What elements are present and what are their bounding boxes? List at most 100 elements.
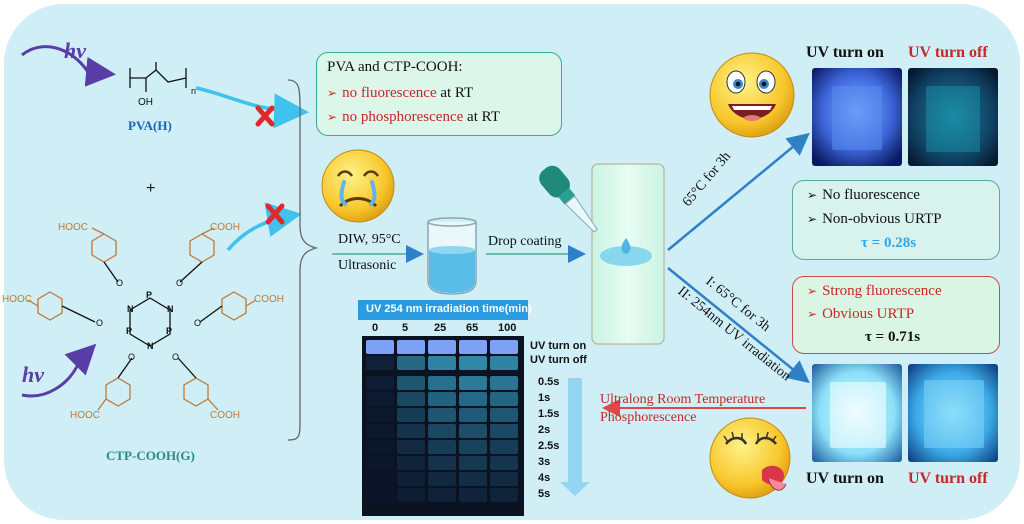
ctp-group-6: COOH xyxy=(210,410,240,421)
pva-arrow xyxy=(195,86,309,129)
step1-label-1: DIW, 95°C xyxy=(338,232,401,247)
irradiation-cell xyxy=(366,456,394,470)
ctp-ring-p3: P xyxy=(166,326,173,336)
ctp-ring-n2: N xyxy=(167,304,174,314)
upper-branch-arrow xyxy=(667,132,810,251)
result-2-tau: τ = 0.71s xyxy=(865,329,921,345)
drop xyxy=(621,238,631,254)
irradiation-cell xyxy=(366,356,394,370)
ctp-ring-p2: P xyxy=(126,326,133,336)
irradiation-cell xyxy=(397,440,425,454)
irradiation-row-label: 4s xyxy=(538,472,551,484)
step1-label-2: Ultrasonic xyxy=(338,258,397,273)
ctp-o-4: O xyxy=(194,318,202,328)
ctp-label: CTP-COOH(G) xyxy=(106,448,195,463)
irradiation-header-bar xyxy=(358,300,528,320)
irradiation-header: UV 254 nm irradiation time(min) xyxy=(366,303,532,315)
brace xyxy=(287,79,319,441)
irradiation-cell xyxy=(428,424,456,438)
irradiation-row-label: 1s xyxy=(538,392,551,404)
crying-emoji-icon xyxy=(321,149,395,223)
ctp-group-5: HOOC xyxy=(70,410,100,421)
irradiation-cell xyxy=(366,488,394,502)
arrow-bullet-icon: ➢ xyxy=(807,307,818,321)
irradiation-cell xyxy=(490,472,518,486)
irradiation-cell xyxy=(490,488,518,502)
irradiation-cell xyxy=(397,472,425,486)
irradiation-cell xyxy=(428,340,456,354)
droplet xyxy=(600,246,652,266)
plus-sign: + xyxy=(146,180,156,197)
irradiation-row-label: 1.5s xyxy=(538,408,560,420)
irradiation-cell xyxy=(490,408,518,422)
ctp-group-3: HOOC xyxy=(2,294,32,305)
irradiation-cell xyxy=(366,472,394,486)
irradiation-column-label: 5 xyxy=(402,322,409,334)
photo-bottom-off-caption: UV turn off xyxy=(908,470,988,487)
arrow-bullet-icon: ➢ xyxy=(327,110,338,124)
result-2-line-1: ➢Strong fluorescence xyxy=(807,283,942,299)
photo-top-on-caption: UV turn on xyxy=(806,44,884,61)
irradiation-cells xyxy=(366,340,518,502)
ctp-o-2: O xyxy=(176,278,184,288)
ctp-o-6: O xyxy=(172,352,180,362)
kissing-emoji-icon xyxy=(709,417,791,499)
irradiation-row-label: 5s xyxy=(538,488,551,500)
hv-bottom-label: hv xyxy=(22,362,44,387)
irradiation-cell xyxy=(397,488,425,502)
irradiation-cell xyxy=(459,392,487,406)
result-1-line-2: ➢Non-obvious URTP xyxy=(807,211,942,227)
irradiation-cell xyxy=(459,440,487,454)
cross-icon xyxy=(265,203,285,225)
ctp-o-5: O xyxy=(128,352,136,362)
irradiation-cell xyxy=(366,376,394,390)
irradiation-cell xyxy=(459,356,487,370)
irradiation-cell xyxy=(459,340,487,354)
ctp-o-1: O xyxy=(116,278,124,288)
result-1-line-1: ➢No fluorescence xyxy=(807,187,920,203)
irradiation-cell xyxy=(459,472,487,486)
ctp-arrow xyxy=(226,202,302,252)
urtp-label-2: Phosphorescence xyxy=(600,410,697,425)
irradiation-cell xyxy=(397,456,425,470)
ctp-ring-p1: P xyxy=(146,290,153,300)
hv-bottom-arrow xyxy=(21,343,97,398)
arrow-bullet-icon: ➢ xyxy=(807,212,818,226)
irradiation-row-label: UV turn off xyxy=(530,354,587,366)
hv-top-label: hv xyxy=(64,38,86,63)
cross-icon xyxy=(255,105,275,127)
irradiation-cell xyxy=(490,392,518,406)
irradiation-cell xyxy=(366,392,394,406)
irradiation-column-label: 65 xyxy=(466,322,479,334)
down-arrow xyxy=(560,378,590,496)
irradiation-cell xyxy=(490,340,518,354)
ctp-ring-n3: N xyxy=(147,341,154,351)
irradiation-cell xyxy=(459,488,487,502)
ctp-group-1: HOOC xyxy=(58,222,88,233)
result-2-line-2: ➢Obvious URTP xyxy=(807,306,915,322)
irradiation-cell xyxy=(428,488,456,502)
irradiation-cell xyxy=(397,424,425,438)
top-box-title: PVA and CTP-COOH: xyxy=(327,59,463,75)
irradiation-cell xyxy=(490,376,518,390)
irradiation-cell xyxy=(397,408,425,422)
irradiation-cell xyxy=(366,340,394,354)
result-box-1: ➢No fluorescence ➢Non-obvious URTP τ = 0… xyxy=(792,180,1000,260)
irradiation-cell xyxy=(397,340,425,354)
top-box-line-2: ➢no phosphorescence at RT xyxy=(327,109,500,125)
ctp-group-4: COOH xyxy=(254,294,284,305)
ctp-ring-n1: N xyxy=(127,304,134,314)
photo-top-off-caption: UV turn off xyxy=(908,44,988,61)
irradiation-cell xyxy=(428,356,456,370)
irradiation-cell xyxy=(428,440,456,454)
irradiation-cell xyxy=(490,424,518,438)
irradiation-column-label: 25 xyxy=(434,322,447,334)
irradiation-cell xyxy=(397,356,425,370)
pva-oh-label: OH xyxy=(138,97,153,108)
irradiation-cell xyxy=(366,408,394,422)
result-box-2: ➢Strong fluorescence ➢Obvious URTP τ = 0… xyxy=(792,276,1000,354)
arrow-bullet-icon: ➢ xyxy=(807,188,818,202)
irradiation-column-label: 0 xyxy=(372,322,379,334)
dropper-icon xyxy=(539,165,598,233)
